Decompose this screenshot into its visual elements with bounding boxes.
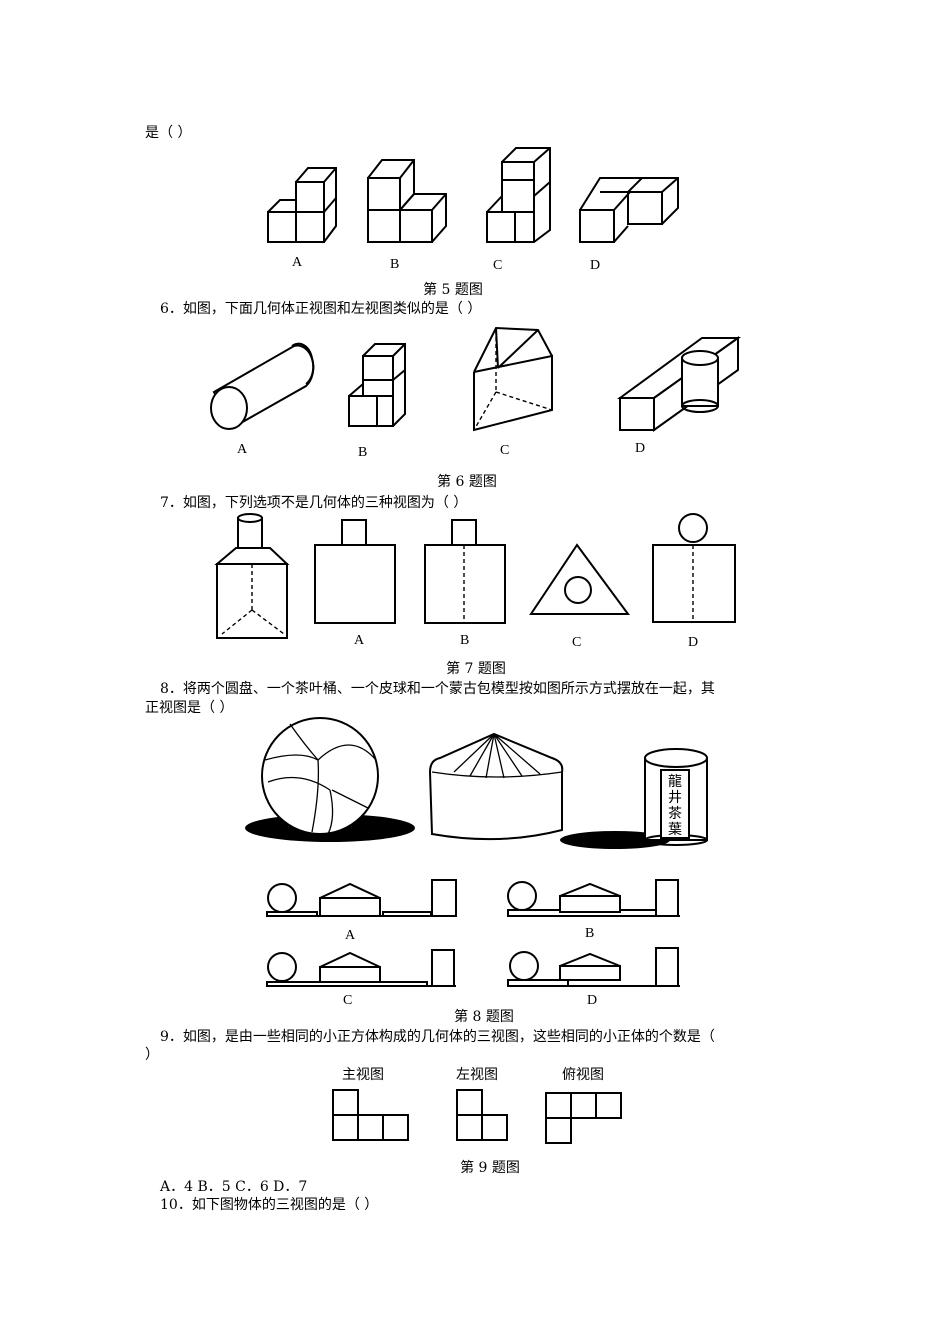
fig8-label-b: B	[585, 926, 595, 941]
fig7-label-a: A	[354, 633, 365, 648]
fig6-option-d-beam-cylinder	[616, 336, 742, 432]
fig8-label-a: A	[345, 928, 356, 943]
fig6-label-d: D	[635, 441, 646, 456]
fig6-option-a-cylinder	[210, 342, 315, 430]
fig8-label-d: D	[587, 993, 598, 1008]
fig6-label-a: A	[237, 442, 248, 457]
fig8-caption: 第 8 题图	[454, 1009, 514, 1025]
left-view-grid	[456, 1089, 508, 1141]
question-8-text-line1: 8．将两个圆盘、一个茶叶桶、一个皮球和一个蒙古包模型按如图所示方式摆放在一起，其	[160, 681, 715, 697]
front-view-label: 主视图	[342, 1067, 384, 1083]
fig5-option-d-drawing	[579, 177, 679, 243]
fig5-option-b-drawing	[367, 159, 447, 243]
fig7-caption: 第 7 题图	[446, 661, 506, 677]
fig8-option-b-view	[507, 879, 680, 917]
fig5-label-a: A	[292, 255, 303, 270]
question-9-text-line2: ）	[145, 1047, 159, 1063]
fig8-option-c-view	[266, 949, 456, 987]
question-7-text: 7．如图，下列选项不是几何体的三种视图为（ ）	[160, 495, 468, 511]
fig6-option-c-prism	[473, 326, 553, 432]
tea-canister-drawing	[644, 748, 708, 846]
fig8-option-d-view	[507, 947, 680, 987]
fig8-label-c: C	[343, 993, 353, 1008]
question-5-tail: 是（ ）	[145, 125, 192, 141]
fig5-option-a-drawing	[267, 167, 337, 243]
ball-drawing	[261, 717, 379, 835]
question-9-choices: A．4 B．5 C．6 D．7	[160, 1179, 308, 1195]
fig5-caption: 第 5 题图	[423, 282, 483, 298]
fig7-option-d-view	[652, 513, 736, 623]
tea-shadow	[560, 831, 670, 849]
tea-canister-label: 龍井茶葉	[668, 774, 682, 838]
fig7-label-c: C	[572, 635, 582, 650]
fig6-label-b: B	[358, 445, 368, 460]
left-view-label: 左视图	[456, 1067, 498, 1083]
question-6-text: 6．如图，下面几何体正视图和左视图类似的是（ ）	[160, 301, 482, 317]
fig5-option-c-drawing	[486, 147, 551, 243]
fig7-option-c-view	[529, 543, 630, 615]
fig8-option-a-view	[266, 879, 457, 917]
fig6-label-c: C	[500, 443, 510, 458]
fig5-label-d: D	[590, 258, 601, 273]
top-view-label: 俯视图	[562, 1067, 604, 1083]
fig7-solid-drawing	[214, 513, 290, 639]
front-view-grid	[332, 1089, 409, 1141]
fig6-option-b-cubes	[348, 343, 406, 427]
fig7-label-d: D	[688, 635, 699, 650]
fig9-caption: 第 9 题图	[460, 1160, 520, 1176]
question-8-text-line2: 正视图是（ ）	[145, 700, 234, 716]
fig5-label-c: C	[493, 258, 503, 273]
question-10-text: 10．如下图物体的三视图的是（ ）	[160, 1197, 379, 1213]
fig7-option-b-view	[424, 519, 506, 624]
question-9-text-line1: 9．如图，是由一些相同的小正方体构成的几何体的三视图，这些相同的小正体的个数是（	[160, 1029, 715, 1045]
yurt-drawing	[428, 732, 564, 841]
fig6-caption: 第 6 题图	[437, 474, 497, 490]
fig5-label-b: B	[390, 257, 400, 272]
fig7-label-b: B	[460, 633, 470, 648]
top-view-grid	[545, 1092, 622, 1144]
fig7-option-a-view	[314, 519, 396, 624]
